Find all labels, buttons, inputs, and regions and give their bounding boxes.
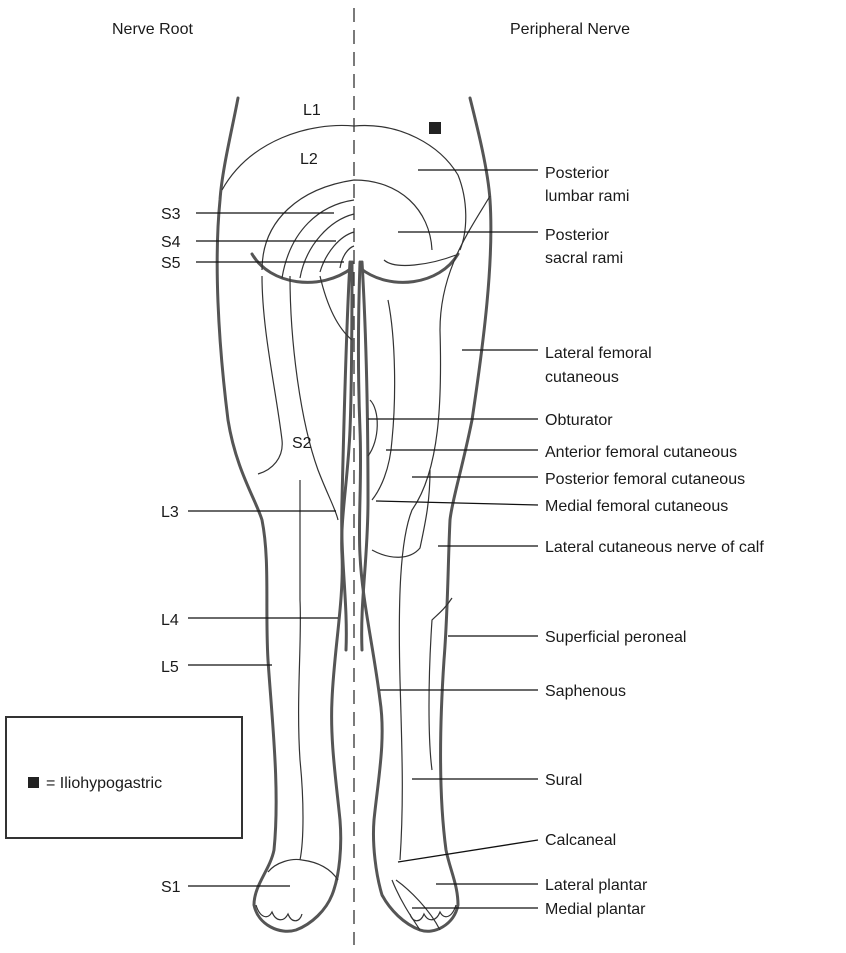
label-sural: Sural: [545, 772, 582, 789]
label-obturator: Obturator: [545, 412, 613, 429]
label-l5: L5: [161, 659, 179, 676]
label-medial-femoral: Medial femoral cutaneous: [545, 498, 728, 515]
label-l2: L2: [300, 151, 318, 168]
label-posterior-sacral-1: Posterior: [545, 227, 610, 244]
label-l4: L4: [161, 612, 179, 629]
label-lateral-femoral-1: Lateral femoral: [545, 345, 652, 362]
label-lateral-plantar: Lateral plantar: [545, 877, 648, 894]
label-posterior-lumbar-2: lumbar rami: [545, 188, 629, 205]
label-l3: L3: [161, 504, 179, 521]
label-anterior-femoral: Anterior femoral cutaneous: [545, 444, 737, 461]
label-s2: S2: [292, 435, 312, 452]
legend-text: = Iliohypogastric: [46, 775, 162, 792]
label-saphenous: Saphenous: [545, 683, 626, 700]
legend-marker-icon: [28, 777, 39, 788]
legend: = Iliohypogastric: [6, 717, 242, 838]
label-l1: L1: [303, 102, 321, 119]
label-posterior-lumbar-1: Posterior: [545, 165, 610, 182]
label-calcaneal: Calcaneal: [545, 832, 616, 849]
label-s5: S5: [161, 255, 181, 272]
label-posterior-sacral-2: sacral rami: [545, 250, 623, 267]
iliohypogastric-marker: [429, 122, 441, 134]
label-s1: S1: [161, 879, 181, 896]
heading-peripheral-nerve: Peripheral Nerve: [510, 21, 630, 38]
label-lateral-femoral-2: cutaneous: [545, 369, 619, 386]
label-medial-plantar: Medial plantar: [545, 901, 646, 918]
label-s3: S3: [161, 206, 181, 223]
label-superficial-peroneal: Superficial peroneal: [545, 629, 686, 646]
nerve-labels: Posterior lumbar rami Posterior sacral r…: [545, 165, 764, 918]
label-s4: S4: [161, 234, 181, 251]
heading-nerve-root: Nerve Root: [112, 21, 193, 38]
label-lateral-calf: Lateral cutaneous nerve of calf: [545, 539, 764, 556]
label-posterior-femoral: Posterior femoral cutaneous: [545, 471, 745, 488]
